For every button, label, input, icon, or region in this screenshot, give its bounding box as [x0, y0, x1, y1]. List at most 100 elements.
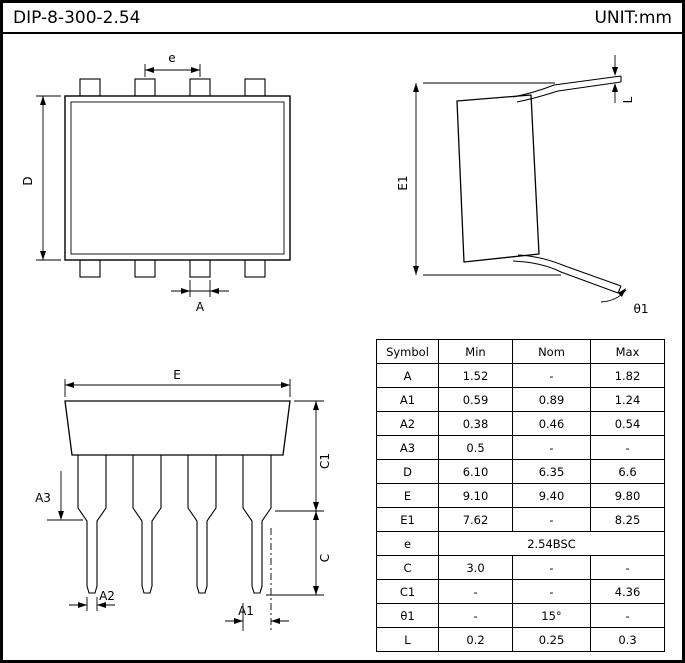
table-cell: D [376, 459, 439, 484]
table-row: E 9.10 9.40 9.80 [376, 483, 665, 508]
technical-drawing: e D A E1 L θ1 [21, 51, 649, 631]
pin-front [132, 455, 162, 594]
lead-top [512, 75, 622, 98]
table-cell: 6.10 [438, 459, 513, 484]
dimension-table: Symbol Min Nom Max A 1.52 - 1.82 A1 0.59… [376, 339, 665, 652]
table-row: θ1 - 15° - [376, 603, 665, 628]
top-view-arrowheads [40, 67, 219, 294]
package-body-outline [64, 95, 291, 261]
table-cell: 0.89 [512, 387, 591, 412]
dim-label-A3: A3 [35, 491, 51, 505]
table-cell: 0.38 [438, 411, 513, 436]
pin-front [242, 455, 272, 594]
table-row: D 6.10 6.35 6.6 [376, 459, 665, 484]
package-body-inner-line [70, 101, 285, 255]
table-cell: 9.10 [438, 483, 513, 508]
front-view-arrowheads [58, 382, 319, 624]
table-cell: A [376, 363, 439, 388]
package-body-side [456, 94, 540, 263]
pin [79, 259, 101, 278]
lead-bottom [517, 254, 622, 287]
symbol-header-cell: Symbol [376, 339, 439, 364]
table-row: L 0.2 0.25 0.3 [376, 627, 665, 652]
side-view [456, 75, 622, 294]
top-view [64, 78, 291, 278]
table-cell: 3.0 [438, 555, 513, 580]
pin [134, 259, 156, 278]
dim-label-E: E [173, 368, 181, 382]
table-cell: 0.59 [438, 387, 513, 412]
table-cell: 1.82 [590, 363, 665, 388]
dim-label-A: A [196, 300, 205, 314]
table-cell: 0.25 [512, 627, 591, 652]
table-row: A3 0.5 - - [376, 435, 665, 460]
table-cell: 9.80 [590, 483, 665, 508]
table-cell: 1.52 [438, 363, 513, 388]
top-view-dimension-lines [36, 64, 229, 297]
dim-label-A1: A1 [238, 604, 254, 618]
table-cell: E1 [376, 507, 439, 532]
dim-label-L: L [621, 96, 635, 103]
dim-label-theta1: θ1 [634, 302, 649, 316]
table-cell: - [512, 555, 591, 580]
table-cell: 0.5 [438, 435, 513, 460]
table-cell: - [512, 507, 591, 532]
table-row: C 3.0 - - [376, 555, 665, 580]
title-bar: DIP-8-300-2.54 UNIT:mm [3, 3, 682, 34]
table-cell: - [512, 435, 591, 460]
table-cell: 1.24 [590, 387, 665, 412]
table-cell: C1 [376, 579, 439, 604]
table-cell: A3 [376, 435, 439, 460]
dim-label-D: D [21, 176, 35, 185]
nom-header-cell: Nom [512, 339, 591, 364]
table-cell: 0.2 [438, 627, 513, 652]
table-cell: - [438, 603, 513, 628]
lead-top [516, 81, 622, 103]
table-cell: A2 [376, 411, 439, 436]
table-row: A2 0.38 0.46 0.54 [376, 411, 665, 436]
pin-front [77, 455, 107, 594]
table-header-row: Symbol Min Nom Max [376, 339, 665, 364]
table-cell: - [512, 363, 591, 388]
front-view-dimension-lines [47, 379, 324, 631]
pin [244, 78, 266, 97]
table-row: E1 7.62 - 8.25 [376, 507, 665, 532]
table-cell: 0.46 [512, 411, 591, 436]
table-cell-span: 2.54BSC [438, 531, 665, 556]
side-view-arrowheads [413, 67, 626, 297]
table-cell: 8.25 [590, 507, 665, 532]
pin [189, 78, 211, 97]
table-cell: A1 [376, 387, 439, 412]
dim-label-E1: E1 [396, 175, 410, 190]
page-title: DIP-8-300-2.54 [13, 7, 141, 28]
table-cell: C [376, 555, 439, 580]
min-header-cell: Min [438, 339, 513, 364]
table-cell: 15° [512, 603, 591, 628]
dim-label-C1: C1 [318, 453, 332, 469]
pin [134, 78, 156, 97]
table-row-pitch: e 2.54BSC [376, 531, 665, 556]
table-row: A1 0.59 0.89 1.24 [376, 387, 665, 412]
table-cell: e [376, 531, 439, 556]
table-cell: L [376, 627, 439, 652]
table-cell: - [590, 435, 665, 460]
dim-label-C: C [318, 554, 332, 562]
unit-label: UNIT:mm [594, 7, 672, 28]
table-cell: 6.35 [512, 459, 591, 484]
pin [244, 259, 266, 278]
table-cell: - [590, 603, 665, 628]
table-cell: 6.6 [590, 459, 665, 484]
table-cell: - [590, 555, 665, 580]
front-view [64, 400, 291, 594]
package-body-front [64, 400, 291, 456]
table-cell: 0.3 [590, 627, 665, 652]
table-cell: - [438, 579, 513, 604]
dim-label-e: e [168, 51, 175, 65]
lead-bottom [512, 260, 619, 294]
table-cell: E [376, 483, 439, 508]
table-cell: 0.54 [590, 411, 665, 436]
pin [189, 259, 211, 278]
table-cell: 7.62 [438, 507, 513, 532]
table-row: A 1.52 - 1.82 [376, 363, 665, 388]
